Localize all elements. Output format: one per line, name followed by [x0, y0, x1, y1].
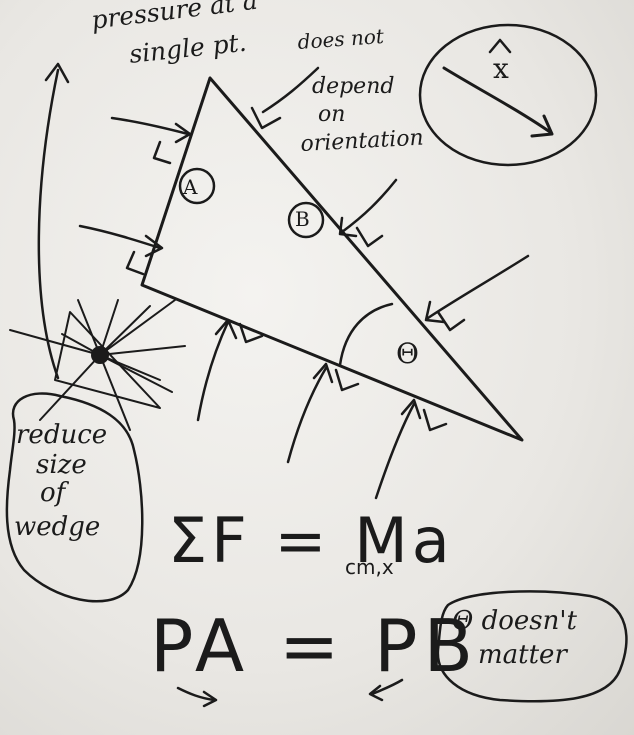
right-angle-a2	[125, 250, 145, 276]
pressure-equality-equation: PA = PB	[150, 604, 479, 688]
pressure-arrow-bottom2	[286, 366, 328, 464]
pressure-arrow-a1	[110, 116, 190, 136]
reduce-note-line-3: of	[40, 478, 66, 508]
wedge-triangle	[140, 76, 524, 442]
note-on: on	[318, 102, 346, 127]
shrunken-wedge	[9, 299, 186, 431]
angle-arc	[338, 302, 394, 367]
label-a: A	[183, 175, 198, 199]
theta-note-bubble	[436, 590, 628, 703]
pressure-arrow-b2	[340, 178, 398, 234]
pb-arrow	[370, 678, 404, 696]
pressure-arrow-b1	[261, 66, 320, 114]
arrowhead-bottom1	[214, 318, 238, 340]
theta-note-line-2: matter	[478, 640, 567, 670]
right-angle-bottom3	[422, 408, 448, 432]
theta-note-line-1: Θ doesn't	[452, 606, 577, 636]
pb-arrowhead	[368, 684, 384, 702]
pressure-arrow-a2	[78, 224, 162, 250]
pressure-arrow-b3	[426, 254, 530, 320]
x-hat	[488, 38, 512, 54]
x-axis-arrow	[442, 66, 552, 134]
right-angle-b2	[355, 226, 384, 248]
pressure-arrow-bottom3	[374, 402, 416, 500]
arrowhead-a2	[144, 234, 164, 258]
label-a-circle	[178, 167, 216, 205]
right-angle-b1	[250, 106, 282, 130]
angle-label: Θ	[396, 337, 419, 370]
right-angle-bottom1	[238, 322, 264, 344]
arrowhead-b3	[424, 300, 446, 324]
label-b: B	[295, 207, 310, 231]
reduce-note-line-1: reduce	[16, 420, 108, 450]
arrowhead-bottom2	[312, 362, 334, 384]
pressure-arrow-bottom1	[196, 320, 230, 422]
axis-bubble	[418, 23, 598, 167]
right-angle-a1	[152, 140, 172, 165]
right-angle-b3	[436, 310, 466, 332]
note-depend: depend	[312, 74, 395, 99]
reduce-note-line-2: size	[36, 450, 87, 480]
x-axis-arrowhead	[530, 114, 554, 138]
arrowhead-a1	[174, 122, 192, 144]
reduce-note-line-4: wedge	[14, 512, 101, 542]
arrowhead-bottom3	[400, 398, 422, 420]
label-b-circle	[287, 201, 325, 239]
pa-arrow	[176, 686, 216, 702]
force-balance-subscript: cm,x	[345, 555, 394, 579]
pa-arrowhead	[202, 690, 218, 708]
reduce-bubble	[5, 392, 144, 603]
axis-label: x	[493, 52, 509, 85]
pointer-arrowhead	[44, 62, 70, 84]
force-balance-equation: ΣF = Ma	[168, 504, 454, 577]
right-angle-bottom2	[334, 368, 360, 392]
pointer-arrow	[37, 68, 60, 380]
wedge-point	[91, 346, 109, 364]
note-does-not: does not	[296, 23, 385, 54]
arrowhead-b2	[338, 216, 358, 238]
